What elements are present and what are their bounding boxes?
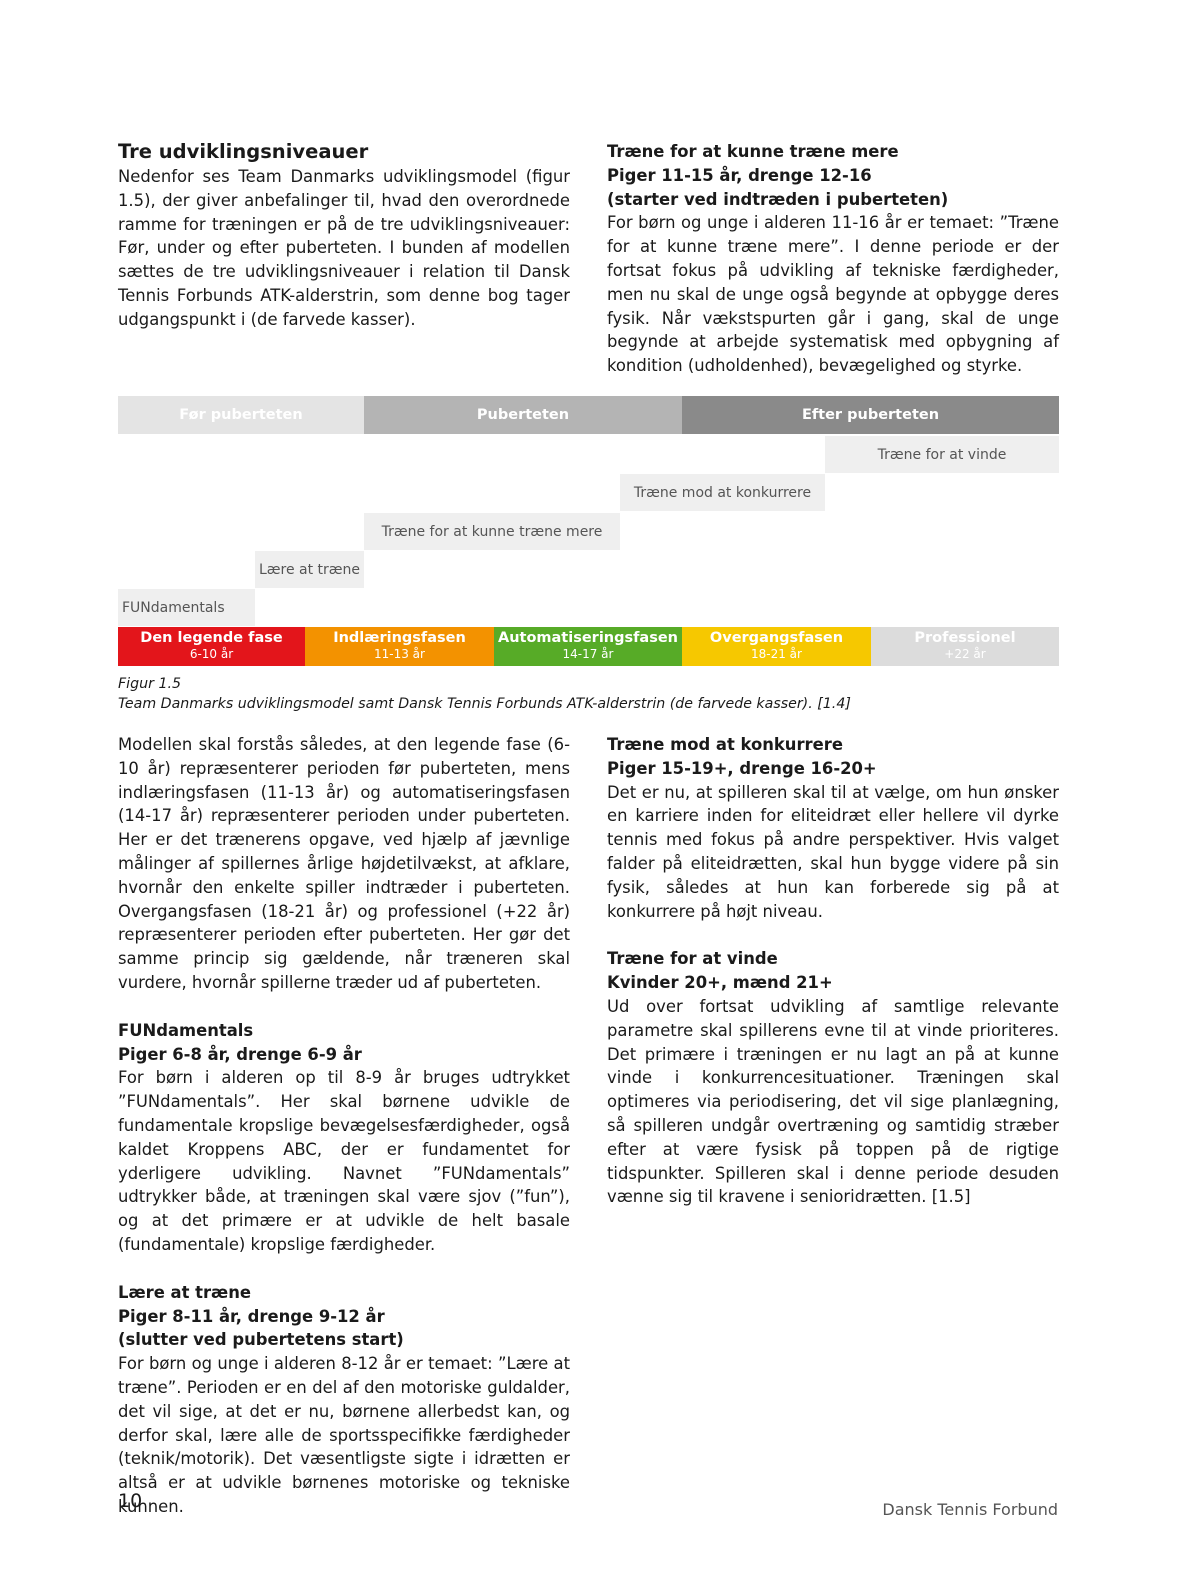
atk-legende-fase: Den legende fase 6-10 år bbox=[118, 627, 305, 666]
laere-subheading-note: (slutter ved pubertetens start) bbox=[118, 1330, 404, 1350]
fundamentals-paragraph: For børn i alderen op til 8-9 år bruges … bbox=[118, 1068, 570, 1254]
subheading: Piger 11-15 år, drenge 12-16 bbox=[607, 165, 872, 185]
atk-title: Professionel bbox=[914, 630, 1016, 646]
phase-before-puberty: Før puberteten bbox=[118, 396, 364, 434]
figure-label: Figur 1.5 bbox=[118, 676, 182, 692]
heading: Træne for at kunne træne mere bbox=[607, 142, 899, 161]
intro-section: Tre udviklingsniveauer Nedenfor ses Team… bbox=[118, 139, 570, 332]
step-traene-vinde: Træne for at vinde bbox=[825, 436, 1059, 473]
model-paragraph: Modellen skal forstås således, at den le… bbox=[118, 735, 570, 992]
atk-title: Indlæringsfasen bbox=[333, 630, 466, 646]
konkurrere-heading: Træne mod at konkurrere bbox=[607, 735, 843, 754]
atk-age: 6-10 år bbox=[189, 647, 234, 661]
right-column: Træne mod at konkurrere Piger 15-19+, dr… bbox=[607, 733, 1059, 1209]
development-model-diagram: Før puberteten Puberteten Efter pubertet… bbox=[118, 396, 1059, 666]
atk-indlaeringsfasen: Indlæringsfasen 11-13 år bbox=[305, 627, 494, 666]
vinde-paragraph: Ud over fortsat udvikling af samtlige re… bbox=[607, 996, 1059, 1207]
atk-title: Den legende fase bbox=[140, 630, 283, 646]
laere-paragraph: For børn og unge i alderen 8-12 år er te… bbox=[118, 1354, 570, 1516]
page-number: 10 bbox=[118, 1490, 143, 1512]
atk-automatiseringsfasen: Automatiseringsfasen 14-17 år bbox=[494, 627, 682, 666]
konkurrere-subheading: Piger 15-19+, drenge 16-20+ bbox=[607, 758, 877, 778]
atk-age: 11-13 år bbox=[374, 647, 425, 661]
step-laere-traene: Lære at træne bbox=[255, 551, 364, 588]
step-traene-mere: Træne for at kunne træne mere bbox=[364, 513, 620, 550]
fundamentals-subheading: Piger 6-8 år, drenge 6-9 år bbox=[118, 1044, 362, 1064]
figure-caption: Figur 1.5 Team Danmarks udviklingsmodel … bbox=[118, 674, 1058, 714]
atk-title: Overgangsfasen bbox=[709, 630, 844, 646]
vinde-heading: Træne for at vinde bbox=[607, 949, 778, 969]
atk-age: 18-21 år bbox=[751, 647, 802, 661]
subheading-note: (starter ved indtræden i puberteten) bbox=[607, 189, 949, 209]
step-fundamentals: FUNdamentals bbox=[118, 589, 255, 626]
figure-description: Team Danmarks udviklingsmodel samt Dansk… bbox=[118, 696, 851, 712]
atk-professionel: Professionel +22 år bbox=[871, 627, 1059, 666]
phase-after-puberty: Efter puberteten bbox=[682, 396, 1059, 434]
atk-age: +22 år bbox=[944, 647, 986, 661]
intro-paragraph: Nedenfor ses Team Danmarks udviklingsmod… bbox=[118, 167, 570, 329]
atk-overgangsfasen: Overgangsfasen 18-21 år bbox=[682, 627, 871, 666]
atk-title: Automatiseringsfasen bbox=[497, 630, 679, 646]
laere-heading: Lære at træne bbox=[118, 1282, 252, 1302]
atk-age: 14-17 år bbox=[562, 647, 614, 661]
paragraph: For børn og unge i alderen 11-16 år er t… bbox=[607, 213, 1059, 376]
section-title: Tre udviklingsniveauer bbox=[118, 140, 369, 163]
step-traene-konkurrere: Træne mod at konkurrere bbox=[620, 474, 825, 511]
vinde-subheading: Kvinder 20+, mænd 21+ bbox=[607, 973, 833, 993]
phase-puberty: Puberteten bbox=[364, 396, 682, 434]
fundamentals-heading: FUNdamentals bbox=[118, 1020, 254, 1040]
konkurrere-paragraph: Det er nu, at spilleren skal til at vælg… bbox=[607, 782, 1059, 921]
laere-subheading: Piger 8-11 år, drenge 9-12 år bbox=[118, 1306, 385, 1326]
traene-mere-section: Træne for at kunne træne mere Piger 11-1… bbox=[607, 140, 1059, 378]
left-column: Modellen skal forstås således, at den le… bbox=[118, 733, 570, 1519]
publisher-name: Dansk Tennis Forbund bbox=[882, 1500, 1058, 1519]
